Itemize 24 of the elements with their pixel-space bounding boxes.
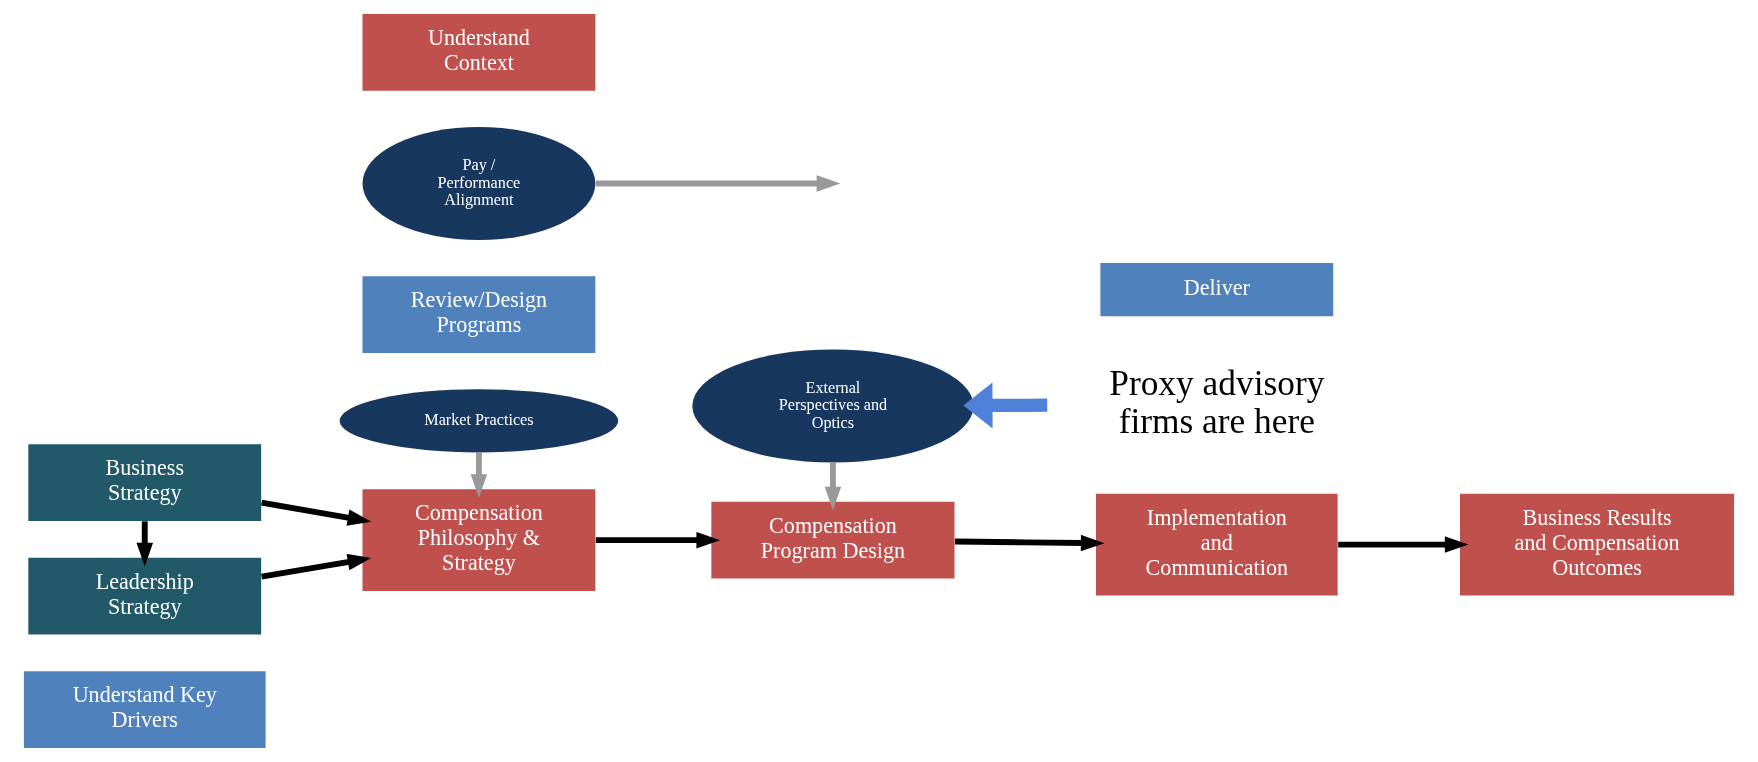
node-box: Deliver bbox=[1100, 263, 1334, 317]
arrow bbox=[261, 553, 372, 580]
arrow bbox=[1338, 536, 1469, 553]
arrow bbox=[261, 499, 372, 526]
arrow bbox=[136, 521, 154, 567]
node-box: Understand Key Drivers bbox=[23, 671, 266, 748]
node-text: Proxy advisory firms are here bbox=[1109, 362, 1325, 441]
arrow bbox=[595, 531, 721, 549]
node-ellipse: Market Practices bbox=[339, 389, 619, 453]
arrow bbox=[963, 382, 1048, 429]
arrow bbox=[954, 534, 1105, 552]
node-box: Compensation Philosophy & Strategy bbox=[362, 489, 596, 591]
node-ellipse: Pay / Performance Alignment bbox=[362, 126, 596, 241]
node-box: Business Strategy bbox=[28, 444, 262, 521]
node-box: Business Results and Compensation Outcomes bbox=[1460, 493, 1735, 596]
arrow bbox=[824, 462, 842, 511]
node-box: Compensation Program Design bbox=[711, 501, 955, 579]
arrow bbox=[470, 452, 488, 498]
node-box: Understand Context bbox=[362, 14, 596, 91]
node-ellipse: External Perspectives and Optics bbox=[692, 349, 974, 463]
node-box: Review/Design Programs bbox=[362, 276, 596, 353]
arrow bbox=[595, 175, 841, 192]
node-box: Implementation and Communication bbox=[1095, 493, 1338, 596]
node-box: Leadership Strategy bbox=[28, 557, 262, 635]
